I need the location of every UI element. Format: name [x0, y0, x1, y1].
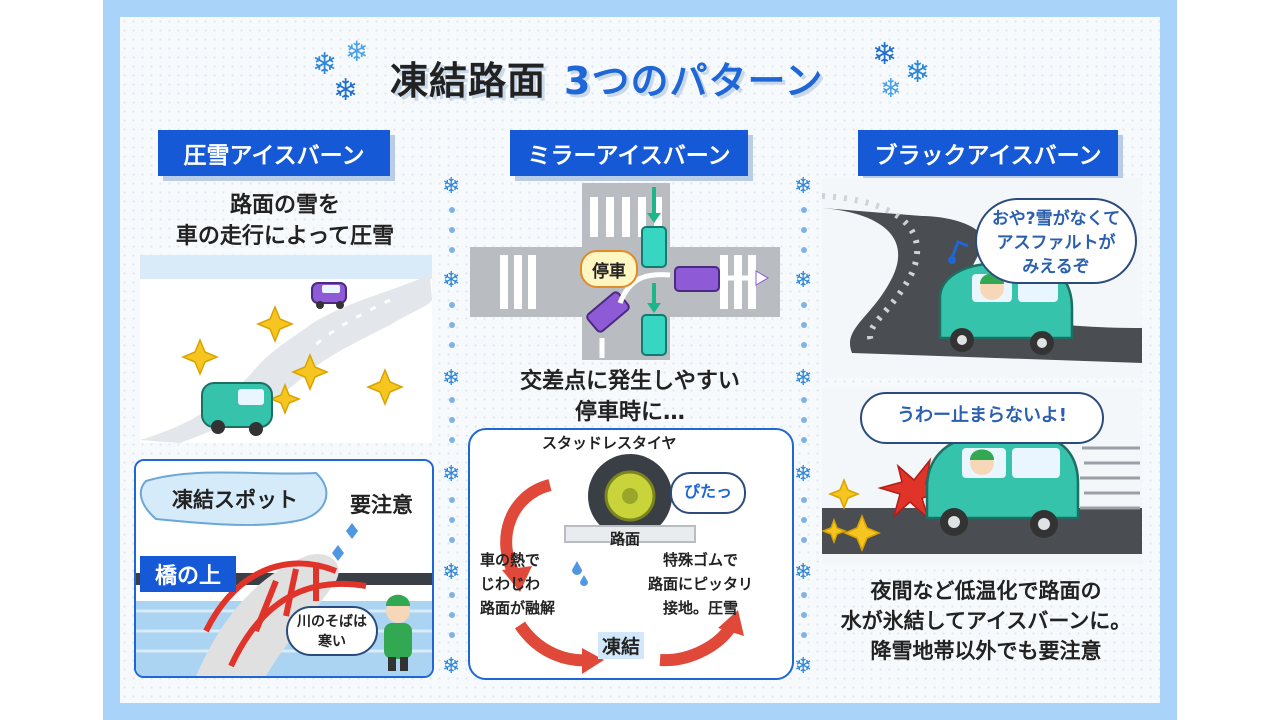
- snowflake-icon: ❄: [872, 37, 898, 72]
- separator-dots-right: [801, 207, 807, 638]
- green-car: [201, 382, 273, 436]
- cold-person: [384, 594, 412, 671]
- badge-packed-snow: 圧雪アイスバーン: [158, 130, 390, 176]
- purple-car-right: [674, 266, 720, 292]
- snowflake-icon: ❄: [905, 55, 931, 90]
- caution-label: 要注意: [350, 493, 413, 517]
- center-description: 交差点に発生しやすい 停車時に…: [520, 369, 740, 425]
- studless-tire-label: スタッドレスタイヤ: [542, 434, 677, 452]
- badge-mirror-ice: ミラーアイスバーン: [510, 130, 748, 176]
- bridge-panel: 凍結スポット 要注意 橋の上 川のそばは 寒い: [134, 459, 434, 678]
- snowflake-icon: ❄: [880, 74, 902, 104]
- snowflake-icon: ❄: [442, 560, 461, 585]
- snowflake-icon: ❄: [794, 268, 813, 293]
- studless-tire: [588, 454, 672, 538]
- page-title: 凍結路面 3つのパターン: [390, 50, 824, 105]
- snowflake-icon: ❄: [794, 654, 813, 679]
- special-rubber-text: 特殊ゴムで 路面にピッタリ 接地。圧雪: [648, 551, 754, 617]
- badge-black-ice: ブラックアイスバーン: [858, 130, 1118, 176]
- stop-label: 停車: [580, 250, 638, 288]
- tire-mechanism-illustration: [500, 454, 744, 674]
- right-description: 夜間など低温化で路面の 水が氷結してアイスバーンに。 降雪地帯以外でも要注意: [840, 579, 1132, 663]
- teal-car-bottom: [641, 314, 667, 356]
- driver-speech-bubble-top: おや?雪がなくて アスファルトが みえるぞ: [975, 198, 1137, 284]
- packed-snow-illustration: [140, 255, 432, 443]
- snowflake-icon: ❄: [345, 35, 369, 68]
- left-description: 路面の雪を 車の走行によって圧雪: [175, 193, 395, 249]
- snowflake-icon: ❄: [794, 174, 813, 199]
- title-main: 凍結路面: [390, 59, 547, 103]
- title-accent: 3つのパターン: [564, 59, 824, 103]
- snowflake-icon: ❄: [794, 366, 813, 391]
- snowflake-icon: ❄: [333, 73, 359, 108]
- grip-sound-bubble: ぴたっ: [670, 472, 746, 514]
- purple-car: [311, 282, 347, 309]
- bridge-label: 橋の上: [140, 556, 236, 592]
- snowflake-icon: ❄: [442, 366, 461, 391]
- cold-speech-bubble: 川のそばは 寒い: [286, 606, 378, 656]
- road-surface-label: 路面: [610, 530, 641, 548]
- snowflake-icon: ❄: [794, 462, 813, 487]
- snowflake-icon: ❄: [442, 268, 461, 293]
- teal-car-skidding: [925, 436, 1080, 538]
- snowflake-icon: ❄: [442, 174, 461, 199]
- snowflake-icon: ❄: [442, 654, 461, 679]
- teal-car-top: [641, 226, 667, 268]
- frozen-spot-label: 凍結スポット: [172, 488, 298, 512]
- heat-melt-text: 車の熱で じわじわ 路面が融解: [480, 551, 556, 617]
- snowflake-icon: ❄: [312, 47, 338, 82]
- mechanism-panel: スタッドレスタイヤ 路面 ぴたっ 車の熱で じわじわ 路面が融解 特殊ゴムで 路…: [468, 428, 794, 680]
- snowflake-icon: ❄: [794, 560, 813, 585]
- bridge-illustration: [136, 461, 432, 676]
- driver-speech-bubble-bottom: うわー止まらないよ!: [860, 392, 1104, 444]
- snowflake-icon: ❄: [442, 462, 461, 487]
- separator-dots-left: [449, 207, 455, 638]
- frozen-label: 凍結: [598, 632, 645, 659]
